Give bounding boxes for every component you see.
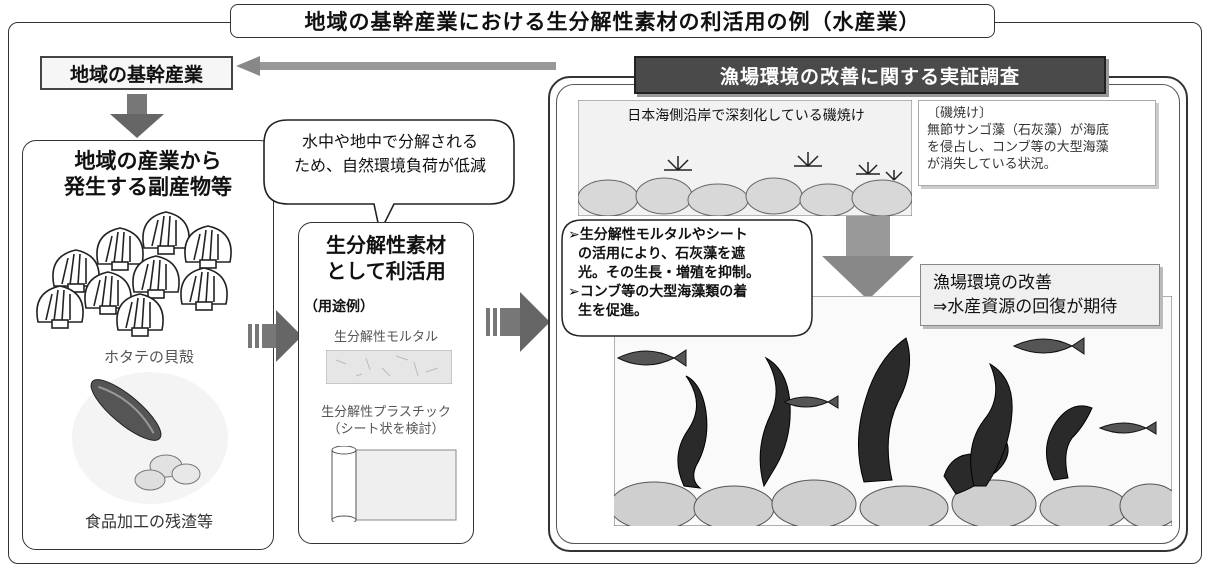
isoyake-note: 〔磯焼け〕 無節サンゴ藻（石灰藻）が海底 を侵占し、コンブ等の大型海藻 が消失し… <box>918 100 1156 186</box>
bullet1-line3: 光。その生長・増殖を抑制。 <box>578 265 760 281</box>
scallop-label: ホタテの貝殻 <box>103 348 194 366</box>
isoyake-seabed-illustration <box>578 100 912 216</box>
flow-arrow-1 <box>248 310 302 362</box>
isoyake-caption: 日本海側沿岸で深刻化している磯焼け <box>627 108 865 124</box>
measures-callout <box>561 219 813 337</box>
speech-line-2: ため、自然環境負荷が低減 <box>293 156 486 175</box>
speech-bubble-text: 水中や地中で分解される ため、自然環境負荷が低減 <box>272 130 508 178</box>
speech-line-1: 水中や地中で分解される <box>301 132 478 151</box>
plastic-label-line1: 生分解性プラスチック <box>321 405 451 420</box>
bullet1-line1: ➢生分解性モルタルやシート <box>568 227 748 243</box>
down-arrow <box>110 94 164 138</box>
plastic-sheet-roll <box>331 446 457 522</box>
page-title: 地域の基幹産業における生分解性素材の利活用の例（水産業） <box>230 4 995 38</box>
speech-bubble <box>263 119 515 234</box>
food-residue-illustration <box>72 372 228 504</box>
improvement-result-box: 漁場環境の改善 ⇒水産資源の回復が期待 <box>920 264 1160 326</box>
iso-note-line4: が消失している状況。 <box>927 157 1057 172</box>
scallop-shells-illustration <box>36 211 232 337</box>
byproducts-heading-line2: 発生する副産物等 <box>64 175 232 199</box>
mortar-sample <box>326 350 452 384</box>
biodegradable-heading-line2: として利活用 <box>326 259 446 283</box>
biodegradable-heading-line1: 生分解性素材 <box>326 233 446 257</box>
byproducts-heading-line1: 地域の産業から <box>74 149 222 173</box>
biodegradable-heading: 生分解性素材 として利活用 <box>298 232 474 284</box>
iso-note-line2: 無節サンゴ藻（石灰藻）が海底 <box>927 123 1110 138</box>
bullet1-line2: の活用により、石灰藻を遮 <box>578 246 746 262</box>
measures-bullets: ➢生分解性モルタルやシート の活用により、石灰藻を遮 光。その生長・増殖を抑制。… <box>568 226 808 321</box>
food-residue-label: 食品加工の残渣等 <box>84 512 213 531</box>
bullet2-line2: 生を促進。 <box>578 303 648 319</box>
return-arrow <box>236 56 556 76</box>
bullet2-line1: ➢コンブ等の大型海藻類の着 <box>568 284 748 300</box>
improvement-arrow <box>822 216 914 300</box>
plastic-label: 生分解性プラスチック （シート状を検討） <box>298 404 474 438</box>
improve-line1: 漁場環境の改善 <box>933 273 1052 293</box>
improve-line2: ⇒水産資源の回復が期待 <box>933 297 1118 317</box>
mortar-label: 生分解性モルタル <box>333 330 438 345</box>
byproducts-heading: 地域の産業から 発生する副産物等 <box>30 148 266 200</box>
flow-arrow-2 <box>486 292 550 352</box>
iso-note-line1: 〔磯焼け〕 <box>927 106 993 121</box>
usage-label: （用途例） <box>304 299 374 315</box>
core-industry-label: 地域の基幹産業 <box>40 56 233 90</box>
survey-title: 漁場環境の改善に関する実証調査 <box>634 56 1106 94</box>
plastic-label-line2: （シート状を検討） <box>327 422 445 437</box>
iso-note-line3: を侵占し、コンブ等の大型海藻 <box>927 140 1109 155</box>
